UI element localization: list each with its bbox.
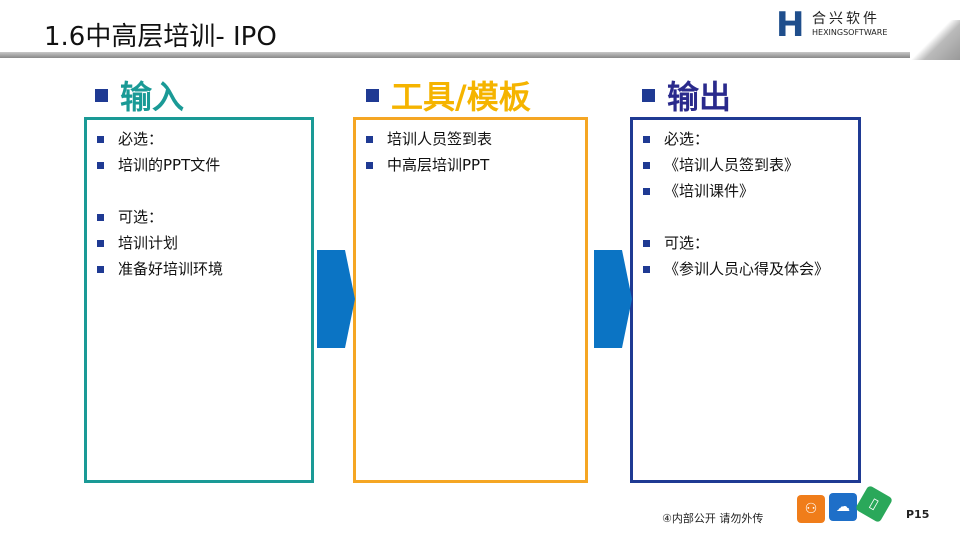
bullet-icon [366,162,373,169]
logo-en: HEXINGSOFTWARE [812,28,888,37]
confidentiality-notice: ④内部公开 请勿外传 [662,512,764,525]
bullet-icon [97,240,104,247]
list-item: 《培训课件》 [643,178,848,204]
list-item: 《培训人员签到表》 [643,152,848,178]
bullet-icon [643,136,650,143]
heading-text: 输出 [667,78,732,116]
bullet-icon [97,214,104,221]
arrow-icon [594,250,632,348]
column-box: 必选： 《培训人员签到表》《培训课件》可选： 《参训人员心得及体会》 [630,117,861,483]
network-icon: ⚇ [797,495,825,523]
column-heading: 输入 [95,72,184,118]
list-item: 中高层培训PPT [366,152,575,178]
column-heading: 输出 [642,72,731,118]
item-text: 必选： [118,130,164,148]
list-item: 培训计划 [97,230,301,256]
item-text: 可选： [664,234,710,252]
bullet-icon [366,136,373,143]
list-item: 必选： [97,126,301,152]
cloud-icon: ☁ [829,493,857,521]
company-logo: H 合兴软件 HEXINGSOFTWARE [776,6,906,44]
column-box: 必选： 培训的PPT文件可选： 培训计划准备好培训环境 [84,117,314,483]
item-text: 准备好培训环境 [118,260,224,278]
column-heading: 工具/模板 [366,72,531,118]
bullet-icon [643,162,650,169]
list-item: 《参训人员心得及体会》 [643,256,848,282]
column-box: 培训人员签到表中高层培训PPT [353,117,588,483]
bullet-icon [97,266,104,273]
page-number: P15 [906,508,930,521]
item-text: 《培训课件》 [664,182,755,200]
item-text: 培训的PPT文件 [118,156,221,174]
bullet-icon [97,136,104,143]
logo-icon: H [776,5,805,45]
item-text: 培训人员签到表 [387,130,493,148]
page-curl [910,20,960,60]
list-item: 必选： [643,126,848,152]
header-divider [0,52,940,58]
logo-cn: 合兴软件 [812,11,880,27]
item-text: 《培训人员签到表》 [664,156,800,174]
item-text: 培训计划 [118,234,179,252]
arrow-icon [317,250,355,348]
heading-text: 工具/模板 [391,78,531,116]
list-item: 可选： [97,204,301,230]
tablet-icon: ▯ [854,484,894,524]
item-text: 中高层培训PPT [387,156,490,174]
list-item: 培训的PPT文件 [97,152,301,178]
list-item: 培训人员签到表 [366,126,575,152]
bullet-square [95,88,108,102]
bullet-square [366,88,379,102]
slide-title: 1.6中高层培训- IPO [44,22,277,52]
item-text: 可选： [118,208,164,226]
bullet-icon [643,266,650,273]
bullet-icon [97,162,104,169]
bullet-icon [643,240,650,247]
bullet-icon [643,188,650,195]
item-text: 必选： [664,130,710,148]
list-item: 准备好培训环境 [97,256,301,282]
heading-text: 输入 [120,78,185,116]
list-item: 可选： [643,230,848,256]
bullet-square [642,88,655,102]
item-text: 《参训人员心得及体会》 [664,260,830,278]
